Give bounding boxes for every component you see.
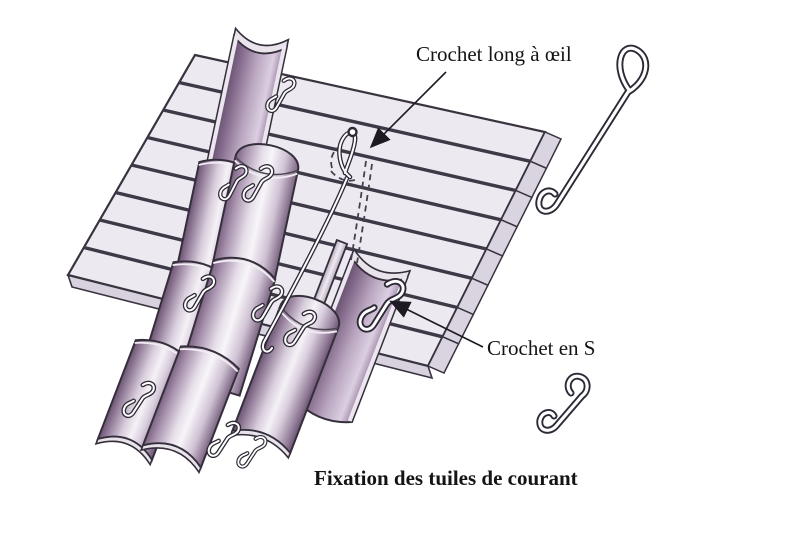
callout-s-hook: Crochet en S bbox=[389, 300, 595, 360]
hook-shank bbox=[262, 177, 348, 353]
label-s-hook: Crochet en S bbox=[487, 336, 595, 360]
tile-opening-rim bbox=[139, 442, 202, 475]
tile-body bbox=[210, 143, 299, 285]
detail-long-eye-hook-icon bbox=[535, 44, 650, 215]
batten-end-face bbox=[426, 335, 460, 374]
callout-long-hook: Crochet long à œil bbox=[369, 42, 572, 149]
tile-seam-highlight bbox=[212, 259, 276, 283]
batten-line bbox=[115, 190, 473, 280]
batten-end-faces bbox=[426, 131, 563, 374]
long-eye-hook-wire bbox=[535, 44, 650, 215]
tile-centre-head bbox=[210, 143, 299, 285]
long-eye-hook-wire bbox=[537, 46, 648, 213]
tile-centre-bottom bbox=[139, 345, 240, 475]
figure-caption: Fixation des tuiles de courant bbox=[314, 466, 578, 490]
label-long-hook: Crochet long à œil bbox=[416, 42, 572, 66]
batten-line bbox=[147, 135, 502, 222]
batten-line bbox=[131, 163, 487, 251]
tile-head-line bbox=[234, 156, 299, 176]
leader-long-hook bbox=[369, 71, 447, 149]
leader-s-hook bbox=[389, 300, 484, 348]
s-hook-wire bbox=[538, 374, 589, 432]
eye-knob bbox=[347, 126, 358, 138]
tile-seam-highlight bbox=[179, 348, 239, 373]
s-hook-wire bbox=[536, 372, 591, 434]
detail-s-hook-icon bbox=[536, 372, 591, 434]
channel-rim bbox=[233, 26, 290, 55]
s-hook bbox=[237, 432, 267, 471]
scene-long-eye-hook bbox=[260, 126, 373, 354]
